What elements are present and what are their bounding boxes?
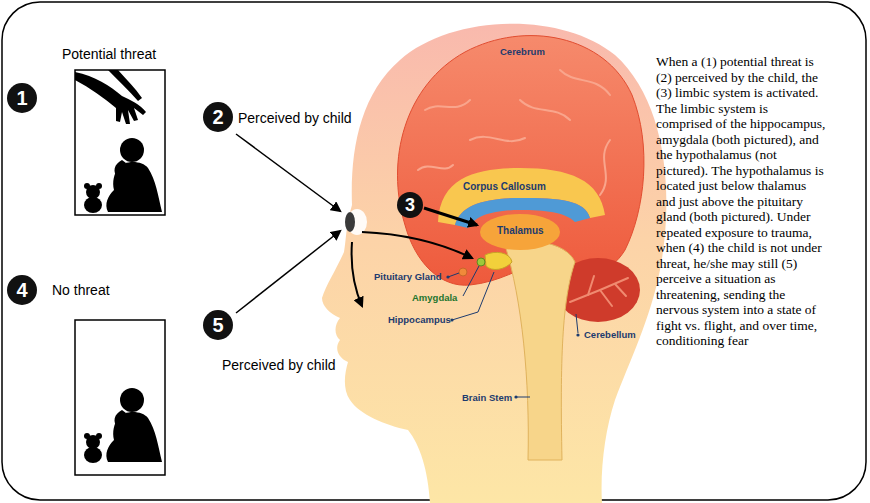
brain-part-label: Corpus Callosum [463, 181, 546, 193]
callout-circle: 3 [397, 192, 423, 218]
leader-line [448, 273, 459, 277]
leader-lines [448, 266, 578, 397]
brain-part-label: Pituitary Gland [374, 271, 442, 282]
leader-dot [446, 275, 449, 278]
leader-line [516, 397, 530, 398]
teddy-ear [84, 183, 90, 189]
reaching-hand [108, 70, 142, 101]
perception-caption: Perceived by child [238, 110, 352, 127]
callout-number: 3 [405, 196, 415, 214]
leader-line [452, 272, 494, 320]
brain-stem [505, 241, 575, 460]
thalamus [480, 214, 560, 250]
teddy-body [84, 447, 102, 463]
brain-part-label: Cerebrum [500, 46, 545, 57]
panel-heading: No threat [52, 282, 110, 299]
branch-line [615, 284, 626, 296]
brain-part-label: Thalamus [497, 225, 544, 237]
brain-part-label: Hippocampus [388, 314, 451, 325]
leader-dot [450, 318, 453, 321]
callout-circle: 4 [7, 275, 37, 305]
amygdala [477, 258, 485, 266]
hippocampus [485, 252, 512, 269]
gyrus-line [560, 70, 610, 95]
brain-part-label: Brain Stem [462, 392, 512, 403]
callout-circle: 5 [203, 310, 233, 340]
description-paragraph: When a (1) potential threat is (2) perce… [656, 54, 826, 349]
leader-dot [514, 395, 517, 398]
child-head [120, 388, 144, 412]
signal-arrow [352, 242, 362, 306]
gyrus-line [418, 165, 453, 170]
branch-line [588, 276, 594, 295]
child-arm [115, 160, 126, 178]
perception-arrow [236, 134, 340, 211]
gyrus-line [520, 100, 570, 120]
eye [345, 212, 355, 232]
callout-number: 2 [212, 107, 223, 127]
perception-caption: Perceived by child [222, 357, 336, 374]
gyrus-line [470, 137, 525, 141]
teddy-body [84, 197, 102, 213]
panel-heading: Potential threat [62, 46, 156, 63]
callout-number: 4 [16, 280, 27, 300]
signal-arrow [362, 232, 472, 258]
teddy-ear [96, 183, 102, 189]
leader-line [463, 266, 479, 296]
perception-arrow [236, 231, 340, 313]
child-arm [115, 410, 126, 428]
picture-frame [75, 70, 165, 215]
teddy-ear [96, 433, 102, 439]
gyrus-line [600, 140, 610, 195]
cerebellum-branches [570, 276, 628, 306]
pituitary-gland [459, 268, 467, 276]
leader-dot [576, 333, 579, 336]
picture-frame [75, 320, 165, 475]
teddy-ear [84, 433, 90, 439]
leader-line [576, 314, 578, 333]
callout-circle: 1 [7, 83, 37, 113]
gyrus-line [425, 100, 470, 110]
cerebrum [398, 36, 644, 286]
branch-line [600, 290, 612, 306]
child-silhouette [84, 388, 162, 463]
callout-circle: 2 [203, 102, 233, 132]
head-profile [322, 24, 666, 503]
signal-arrow [424, 208, 477, 225]
brain-part-label: Cerebellum [584, 329, 636, 340]
callout-number: 5 [212, 315, 223, 335]
brain-part-label: Amygdala [412, 292, 457, 303]
callout-number: 1 [16, 88, 27, 108]
child-head [120, 138, 144, 162]
